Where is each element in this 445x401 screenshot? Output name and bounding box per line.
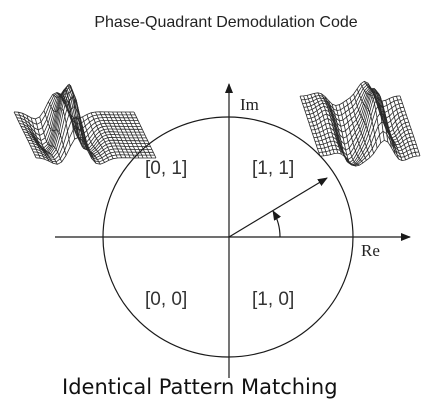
- mesh-line: [107, 111, 131, 159]
- mesh-line: [27, 85, 148, 154]
- mesh-line: [65, 105, 88, 151]
- mesh-line: [396, 96, 417, 157]
- diagram-caption: Identical Pattern Matching: [62, 375, 338, 399]
- mesh-line: [47, 101, 71, 147]
- mesh-line: [306, 95, 328, 156]
- mesh-line: [73, 118, 97, 164]
- mesh-line: [331, 103, 353, 166]
- mesh-line: [303, 95, 324, 157]
- mesh-line: [35, 136, 156, 165]
- mesh-line: [56, 83, 80, 138]
- mesh-line: [342, 102, 364, 164]
- quadrant-label-bottom-right: [1, 0]: [252, 289, 294, 310]
- mesh-line: [125, 111, 148, 159]
- mesh-line: [120, 111, 144, 159]
- mesh-line: [13, 111, 37, 158]
- mesh-line: [129, 111, 153, 159]
- mesh-line: [335, 105, 356, 167]
- mesh-line: [112, 111, 135, 159]
- right-waveform-surface-image: [299, 80, 421, 167]
- mesh-line: [378, 99, 399, 160]
- mesh-line: [30, 117, 54, 164]
- mesh-line: [310, 94, 332, 155]
- mesh-line: [35, 118, 58, 165]
- left-waveform-surface-image: [13, 83, 157, 165]
- mesh-line: [43, 110, 67, 156]
- mesh-line: [103, 111, 127, 158]
- quadrant-label-bottom-left: [0, 0]: [145, 289, 187, 310]
- mesh-line: [388, 98, 410, 159]
- mesh-line: [133, 111, 157, 159]
- mesh-line: [392, 96, 414, 158]
- mesh-line: [381, 101, 403, 161]
- mesh-line: [313, 93, 335, 154]
- mesh-line: [95, 111, 118, 159]
- mesh-line: [399, 95, 421, 157]
- mesh-line: [69, 113, 93, 159]
- mesh-line: [360, 83, 382, 143]
- mesh-line: [77, 118, 101, 165]
- mesh-line: [338, 104, 360, 166]
- mesh-line: [321, 93, 342, 155]
- mesh-line: [22, 113, 45, 160]
- mesh-line: [349, 97, 371, 158]
- mesh-line: [367, 82, 389, 143]
- mesh-line: [17, 112, 41, 159]
- mesh-line: [299, 80, 401, 106]
- mesh-line: [116, 111, 140, 159]
- quadrant-label-top-right: [1, 1]: [252, 158, 294, 179]
- mesh-line: [52, 88, 75, 140]
- mesh-line: [346, 100, 367, 161]
- mesh-line: [86, 114, 110, 161]
- quadrant-label-top-left: [0, 1]: [145, 158, 187, 179]
- mesh-line: [353, 93, 374, 154]
- mesh-line: [26, 115, 50, 162]
- diagram-title: Phase-Quadrant Demodulation Code: [94, 14, 357, 31]
- mesh-line: [82, 116, 105, 163]
- mesh-line: [356, 88, 378, 149]
- phasor-vector: [228, 177, 328, 238]
- mesh-line: [39, 116, 63, 163]
- mesh-line: [90, 112, 114, 159]
- imaginary-axis-label: Im: [240, 95, 259, 114]
- mesh-line: [385, 100, 407, 161]
- mesh-line: [99, 111, 123, 158]
- phase-angle-arc: [272, 210, 282, 238]
- mesh-line: [317, 92, 339, 154]
- mesh-line: [299, 95, 321, 157]
- real-axis-label: Re: [361, 241, 380, 260]
